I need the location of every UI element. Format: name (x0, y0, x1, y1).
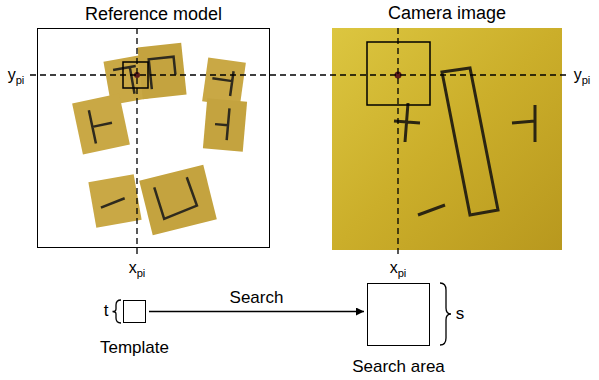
node-heading-holder: Camera image (388, 3, 506, 24)
edge-label-holder: Search (227, 288, 287, 308)
axis-label: ypi (574, 66, 591, 83)
model-patch (139, 165, 217, 235)
search-area-box: Search area (367, 283, 430, 346)
dashed-line (30, 74, 567, 75)
photo-mark (418, 205, 445, 215)
model-patch (88, 174, 141, 227)
node-heading-holder: Search area (352, 357, 445, 377)
label-holder: xpi (129, 259, 146, 277)
axis-label: ypi (8, 66, 25, 83)
patch-mark (113, 66, 140, 97)
patch-mark (214, 107, 230, 140)
label-holder: ypi (8, 66, 25, 84)
brace (113, 300, 122, 323)
guide-lines (30, 28, 567, 256)
patch-ground (72, 94, 130, 155)
patch-ground (137, 43, 186, 99)
photo-mark (442, 68, 498, 215)
patch-mark (210, 68, 233, 96)
patch-ground (88, 174, 141, 227)
size-label: t (104, 301, 109, 320)
patch-mark (149, 57, 177, 89)
model-patch (72, 94, 130, 155)
edge-label: Search (230, 288, 284, 307)
patch-ground (203, 98, 247, 151)
label-holder: s (456, 304, 465, 324)
model-patch (137, 43, 186, 99)
dashed-line (136, 28, 137, 256)
axis-label: xpi (390, 259, 407, 276)
node-heading: Search area (352, 357, 445, 376)
label-holder: xpi (390, 259, 407, 277)
node-heading: Camera image (388, 3, 506, 23)
patch-ground (139, 165, 217, 235)
patch-mark (89, 106, 116, 143)
photo-marks (394, 68, 535, 215)
dashed-line (397, 28, 398, 256)
arrow-connector (149, 311, 364, 312)
axis-label: xpi (129, 259, 146, 276)
camera-image-frame: Camera image (332, 28, 562, 250)
node-heading-holder: Reference model (85, 4, 222, 25)
node-heading: Template (100, 338, 169, 357)
patch-mark (100, 198, 125, 207)
model-patches (72, 43, 247, 235)
camera-photo (332, 28, 562, 250)
reference-model-frame: Reference model (37, 28, 270, 248)
template-box: Template (123, 300, 146, 323)
model-patch (203, 98, 247, 151)
brace (440, 283, 451, 345)
patch-mark (154, 176, 198, 219)
label-holder: t (104, 301, 109, 321)
photo-mark (512, 105, 535, 142)
size-label: s (456, 304, 465, 323)
label-holder: ypi (574, 66, 591, 84)
node-heading-holder: Template (100, 338, 169, 358)
node-heading: Reference model (85, 4, 222, 24)
